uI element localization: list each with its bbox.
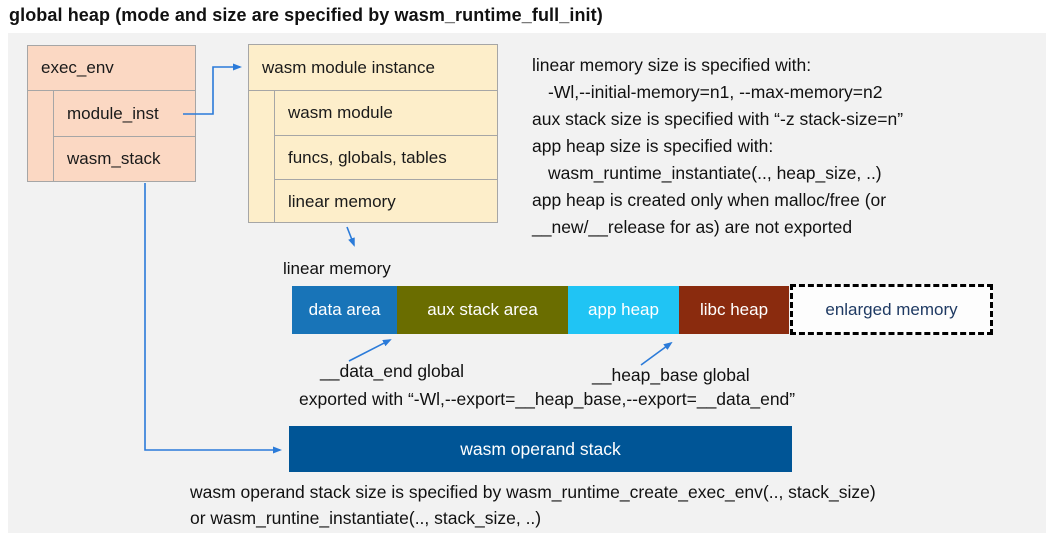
- export-note: exported with “-Wl,--export=__heap_base,…: [299, 389, 796, 409]
- segment-libc-heap: libc heap: [679, 286, 789, 334]
- note-line: aux stack size is specified with “-z sta…: [532, 109, 904, 129]
- module-instance-row-wasm-module: wasm module: [274, 91, 497, 135]
- module-instance-box: wasm module instance wasm module funcs, …: [248, 44, 498, 223]
- exec-env-row-wasm-stack: wasm_stack: [53, 136, 195, 181]
- module-instance-header: wasm module instance: [249, 45, 497, 91]
- heap-base-global-label: __heap_base global: [592, 365, 750, 385]
- exec-env-box: exec_env module_inst wasm_stack: [27, 45, 196, 182]
- note-line: or wasm_runtine_instantiate(.., stack_si…: [190, 508, 542, 528]
- note-line: app heap is created only when malloc/fre…: [532, 190, 887, 210]
- note-line: -Wl,--initial-memory=n1, --max-memory=n2: [548, 82, 883, 102]
- note-line: wasm operand stack size is specified by …: [190, 482, 876, 502]
- data-end-global-label: __data_end global: [320, 361, 465, 381]
- exec-env-row-module-inst: module_inst: [53, 91, 195, 136]
- wasm-operand-stack-bar: wasm operand stack: [289, 426, 792, 472]
- segment-app-heap: app heap: [568, 286, 679, 334]
- module-instance-row-linear-memory: linear memory: [274, 179, 497, 223]
- segment-aux-stack-area: aux stack area: [397, 286, 568, 334]
- linear-memory-label: linear memory: [283, 259, 391, 278]
- exec-env-rows: module_inst wasm_stack: [53, 91, 195, 181]
- segment-enlarged-memory: enlarged memory: [790, 284, 993, 335]
- note-line: wasm_runtime_instantiate(.., heap_size, …: [548, 163, 882, 183]
- operand-stack-notes: wasm operand stack size is specified by …: [190, 479, 1040, 531]
- note-line: app heap size is specified with:: [532, 136, 774, 156]
- diagram-title: global heap (mode and size are specified…: [9, 5, 603, 25]
- module-instance-rows: wasm module funcs, globals, tables linea…: [274, 91, 497, 223]
- note-line: __new/__release for as) are not exported: [532, 217, 853, 237]
- module-instance-row-funcs-globals-tables: funcs, globals, tables: [274, 135, 497, 179]
- note-line: linear memory size is specified with:: [532, 55, 812, 75]
- exec-env-header: exec_env: [28, 46, 195, 91]
- memory-size-notes: linear memory size is specified with: -W…: [532, 52, 1044, 241]
- segment-data-area: data area: [292, 286, 397, 334]
